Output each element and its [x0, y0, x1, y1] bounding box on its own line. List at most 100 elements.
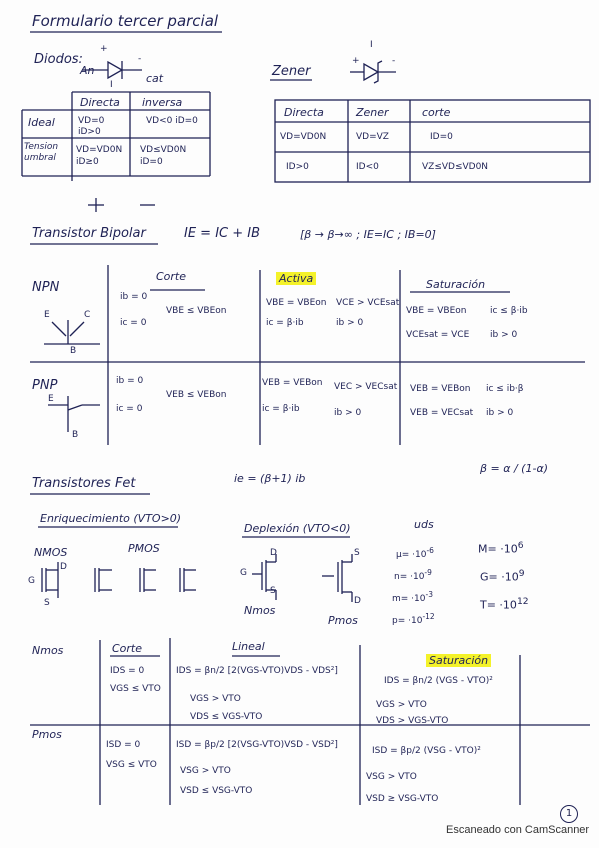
zener-r2-zener: ID<0 [356, 162, 379, 172]
pnp-corte-2: ic = 0 [116, 404, 143, 414]
npn-sat-3: ic ≤ β·ib [490, 306, 528, 316]
mos-col-corte: Corte [112, 642, 143, 655]
dep-g-label: G [240, 568, 247, 578]
ie-formula: ie = (β+1) ib [234, 472, 306, 485]
p-sat-3: VSD ≥ VSG-VTO [366, 794, 439, 804]
fet-heading: Transistores Fet [32, 476, 136, 491]
n-corte-1: IDS = 0 [110, 666, 145, 676]
mos-nmos-label: Nmos [32, 644, 64, 657]
mos-pmos-label: Pmos [32, 728, 62, 741]
prefix-n: n= ·10-9 [394, 568, 432, 582]
diode-row-tension: Tension umbral [24, 142, 59, 163]
zener-current: I [370, 40, 373, 50]
npn-corte-1: ib = 0 [120, 292, 148, 302]
dep-pmos-label: Pmos [328, 614, 358, 627]
npn-sat-4: ib > 0 [490, 330, 518, 340]
npn-activa-1: VBE = VBEon [266, 298, 327, 308]
p-lin-3: VSD ≤ VSG-VTO [180, 786, 253, 796]
n-sat-2: VGS > VTO [376, 700, 427, 710]
prefix-p: p= ·10-12 [392, 612, 435, 626]
zener-heading: Zener [272, 64, 311, 79]
fet-nmos: NMOS [34, 546, 68, 559]
npn-corte-3: VBE ≤ VBEon [166, 306, 227, 316]
diode-anode: An [80, 64, 95, 77]
pnp-activa-3: VEC > VECsat [334, 382, 398, 392]
n-sat-3: VDS > VGS-VTO [376, 716, 449, 726]
zener-r1-corte: ID=0 [430, 132, 453, 142]
diode-ideal-directa: VD=0 iD>0 [78, 116, 105, 137]
fet-deplexion: Deplexión (VTO<0) [244, 522, 351, 535]
bipolar-col-corte: Corte [156, 270, 187, 283]
dep-d-label: D [270, 548, 277, 558]
fet-g-label: G [28, 576, 35, 586]
bipolar-formula: IE = IC + IB [184, 226, 261, 241]
pnp-b-label: B [72, 430, 79, 440]
diodes-heading: Diodos: [34, 52, 83, 67]
diode-col-inversa: inversa [142, 96, 183, 109]
mos-col-lineal: Lineal [232, 640, 265, 653]
dep2-s-label: S [354, 548, 360, 558]
zener-r2-corte: VZ≤VD≤VD0N [422, 162, 489, 172]
npn-label: NPN [32, 280, 60, 295]
pnp-sat-2: VEB = VECsat [410, 408, 474, 418]
diode-tension-inversa: VD≤VD0N iD=0 [140, 145, 187, 167]
npn-b-label: B [70, 346, 77, 356]
npn-sat-1: VBE = VBEon [406, 306, 467, 316]
p-corte-1: ISD = 0 [106, 740, 141, 750]
pnp-sat-4: ib > 0 [486, 408, 514, 418]
diode-current: I [110, 80, 113, 90]
bipolar-note: [β → β→∞ ; IE=IC ; IB=0] [300, 228, 436, 241]
prefix-T: T= ·1012 [480, 596, 529, 612]
scanner-watermark: Escaneado con CamScanner [446, 824, 590, 836]
zener-r2-directa: ID>0 [286, 162, 309, 172]
page-title: Formulario tercer parcial [32, 12, 219, 30]
npn-activa-4: ib > 0 [336, 318, 364, 328]
n-lin-2: VGS > VTO [190, 694, 241, 704]
fet-s-label: S [44, 598, 50, 608]
npn-c-label: C [84, 310, 91, 320]
page-number: 1 [560, 805, 578, 823]
zener-minus: - [392, 56, 396, 66]
diode-col-directa: Directa [80, 96, 120, 109]
pnp-corte-1: ib = 0 [116, 376, 144, 386]
zener-r1-directa: VD=VD0N [280, 132, 327, 142]
p-sat-1: ISD = βp/2 (VSG - VTO)² [372, 746, 481, 756]
diode-ideal-inversa: VD<0 iD=0 [146, 116, 198, 126]
npn-e-label: E [44, 310, 50, 320]
pnp-activa-4: ib > 0 [334, 408, 362, 418]
pnp-e-label: E [48, 394, 54, 404]
p-lin-2: VSG > VTO [180, 766, 231, 776]
pnp-sat-3: ic ≤ ib·β [486, 384, 524, 394]
pnp-activa-1: VEB = VEBon [262, 378, 323, 388]
pnp-label: PNP [32, 378, 58, 393]
prefix-G: G= ·109 [480, 568, 525, 584]
fet-d-label: D [60, 562, 67, 572]
zener-col-directa: Directa [284, 106, 324, 119]
pnp-activa-2: ic = β·ib [262, 404, 300, 414]
pnp-sat-1: VEB = VEBon [410, 384, 471, 394]
fet-enriquecimiento: Enriquecimiento (VTO>0) [40, 512, 182, 525]
dep2-d-label: D [354, 596, 361, 606]
n-lin-1: IDS = βn/2 [2(VGS-VTO)VDS - VDS²] [176, 666, 338, 676]
p-lin-1: ISD = βp/2 [2(VSG-VTO)VSD - VSD²] [176, 740, 338, 750]
p-sat-2: VSG > VTO [366, 772, 417, 782]
diode-cathode: cat [146, 72, 164, 85]
zener-col-zener: Zener [356, 106, 389, 119]
uds-label: uds [414, 518, 434, 531]
n-sat-1: IDS = βn/2 (VGS - VTO)² [384, 676, 493, 686]
npn-sat-2: VCEsat = VCE [406, 330, 470, 340]
prefix-mu: μ= ·10-6 [396, 546, 434, 560]
zener-plus: + [352, 56, 360, 66]
diode-minus: - [138, 54, 142, 64]
prefix-m: m= ·10-3 [392, 590, 433, 604]
dep-nmos-label: Nmos [244, 604, 276, 617]
diode-tension-directa: VD=VD0N iD≥0 [76, 145, 123, 167]
bipolar-col-saturacion: Saturación [426, 278, 486, 291]
diode-plus: + [100, 44, 108, 54]
n-corte-2: VGS ≤ VTO [110, 684, 161, 694]
mos-col-saturacion: Saturación [426, 654, 492, 667]
zener-col-corte: corte [422, 106, 451, 119]
beta-formula: β = α / (1-α) [480, 462, 548, 475]
